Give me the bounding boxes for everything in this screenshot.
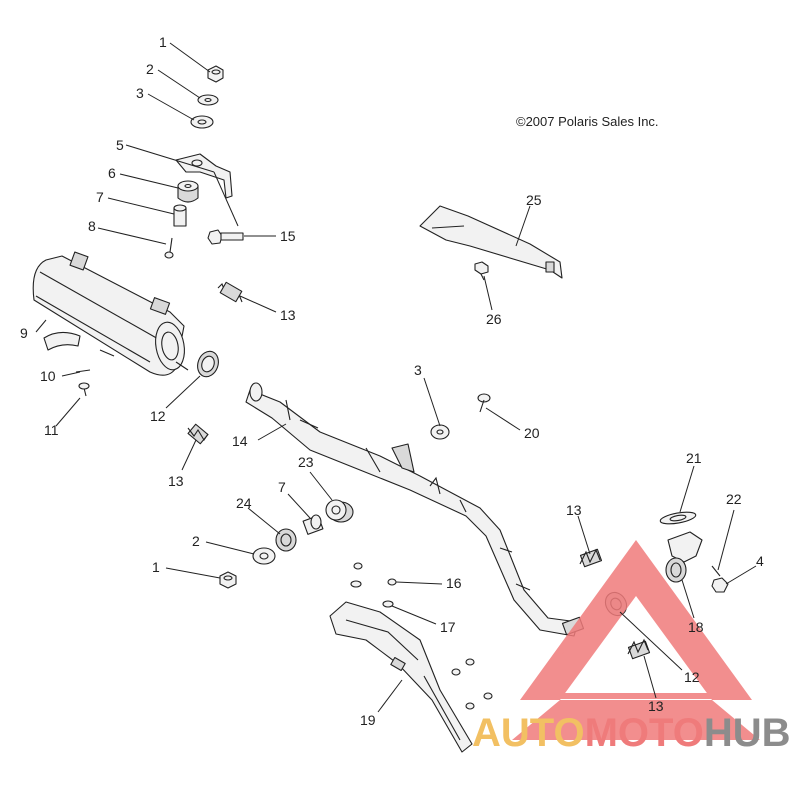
callout-16: 16 — [446, 575, 462, 591]
part-spring-10 — [75, 369, 91, 373]
callout-8: 8 — [88, 218, 96, 234]
part-grommet-23 — [325, 499, 354, 523]
callout-2-top: 2 — [146, 61, 154, 77]
callout-13-bottom: 13 — [648, 698, 664, 714]
watermark-logo-triangle — [512, 540, 760, 740]
callout-13-right: 13 — [566, 502, 582, 518]
part-spring-13-bottom — [627, 638, 651, 660]
part-gasket-21 — [659, 511, 697, 525]
part-grommet-6 — [177, 180, 199, 203]
callout-3-top: 3 — [136, 85, 144, 101]
callout-9: 9 — [20, 325, 28, 341]
part-muffler-9 — [32, 251, 189, 376]
callout-23: 23 — [298, 454, 314, 470]
part-nut-top — [207, 65, 224, 83]
callout-5: 5 — [116, 137, 124, 153]
part-bolt-15 — [207, 229, 244, 245]
callout-1-low: 1 — [152, 559, 160, 575]
part-gasket-12-left — [197, 350, 219, 378]
leader-lines — [35, 42, 757, 713]
callout-19: 19 — [360, 712, 376, 728]
part-headpipe-14 — [245, 382, 585, 637]
part-heatshield-19 — [329, 601, 473, 753]
part-washer-top-2 — [197, 94, 219, 106]
part-bolt-26 — [474, 261, 489, 281]
copyright-text: ©2007 Polaris Sales Inc. — [516, 114, 659, 129]
callout-10: 10 — [40, 368, 56, 384]
part-washer-3-mid — [430, 424, 450, 440]
callout-labels: 1 2 3 5 6 7 8 15 13 9 10 11 12 13 25 26 … — [20, 34, 764, 728]
callout-20: 20 — [524, 425, 540, 441]
svg-text:AUTOMOTOHUB: AUTOMOTOHUB — [472, 711, 791, 755]
callout-18: 18 — [688, 619, 704, 635]
part-nut-4 — [711, 577, 729, 593]
callout-4: 4 — [756, 553, 764, 569]
part-washer-top-3 — [190, 115, 214, 129]
part-bolt-8 — [164, 237, 174, 259]
callout-25: 25 — [526, 192, 542, 208]
part-spring-13-top — [217, 281, 243, 303]
callout-13-left: 13 — [168, 473, 184, 489]
watermark-auto: AUTO — [472, 711, 585, 755]
part-spacer-7-low — [302, 514, 324, 535]
part-fasteners-16-17 — [350, 562, 493, 710]
watermark-hub: HUB — [704, 711, 791, 755]
part-flange-18 — [665, 531, 703, 583]
callout-6: 6 — [108, 165, 116, 181]
callout-12-left: 12 — [150, 408, 166, 424]
part-bolt-11 — [78, 382, 90, 397]
watermark-logo-text: AUTOMOTOHUB — [472, 711, 791, 755]
part-washer-2-low — [252, 547, 276, 565]
callout-17: 17 — [440, 619, 456, 635]
callout-21: 21 — [686, 450, 702, 466]
callout-2-low: 2 — [192, 533, 200, 549]
part-spring-22 — [711, 565, 721, 577]
callout-15: 15 — [280, 228, 296, 244]
callout-13-top: 13 — [280, 307, 296, 323]
callout-22: 22 — [726, 491, 742, 507]
watermark-moto: MOTO — [585, 711, 704, 755]
callout-14: 14 — [232, 433, 248, 449]
callout-7-top: 7 — [96, 189, 104, 205]
callout-3-mid: 3 — [414, 362, 422, 378]
part-washer-24 — [275, 528, 297, 552]
callout-1-top: 1 — [159, 34, 167, 50]
callout-26: 26 — [486, 311, 502, 327]
callout-7-low: 7 — [278, 479, 286, 495]
part-heatshield-25 — [419, 205, 563, 279]
callout-11: 11 — [44, 422, 59, 438]
part-nut-1-low — [219, 571, 237, 589]
part-spacer-7 — [173, 204, 187, 227]
part-spring-13-left — [187, 423, 209, 445]
callout-12-right: 12 — [684, 669, 700, 685]
part-bolt-20 — [477, 393, 491, 413]
callout-24: 24 — [236, 495, 252, 511]
part-spring-13-right — [579, 548, 603, 568]
